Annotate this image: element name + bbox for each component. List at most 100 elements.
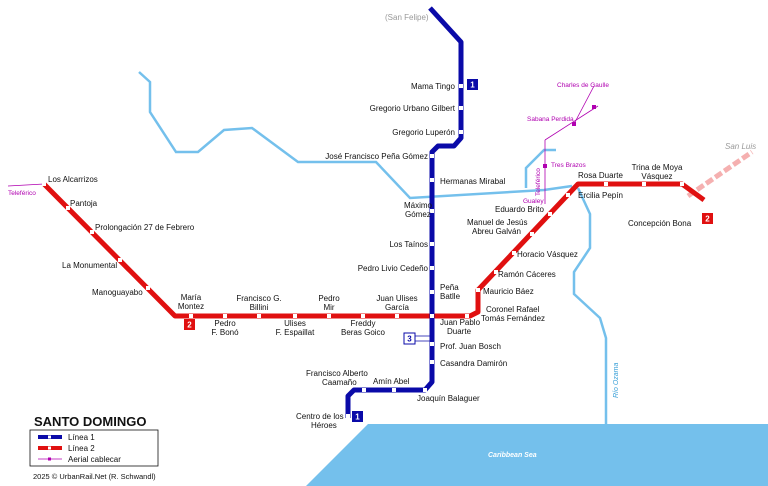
- tres-brazos-label: Tres Brazos: [551, 162, 587, 169]
- river-label: Río Ozama: [613, 362, 620, 398]
- cable-west: [7, 183, 45, 187]
- label-mauricio-baez: Mauricio Báez: [483, 287, 534, 296]
- station-concepcion-bona: [680, 182, 684, 186]
- station-pena-gomez: [430, 154, 434, 158]
- line3-badge: [403, 332, 416, 345]
- label-juan-pablo-duarte-2: Duarte: [447, 327, 472, 336]
- station-trina-de-moya: [642, 182, 646, 186]
- label-ulises-f-espaillat-1: Ulises: [284, 319, 306, 328]
- station-gregorio-urbano-gilbert: [459, 106, 463, 110]
- label-concepcion-bona: Concepción Bona: [628, 219, 692, 228]
- station-maria-montez: [189, 314, 193, 318]
- sea-label: Caribbean Sea: [488, 452, 537, 459]
- line1-labels: (San Felipe) Mama Tingo Gregorio Urbano …: [296, 13, 507, 430]
- station-prof-juan-bosch: [430, 342, 434, 346]
- label-maximo-gomez-1: Máximo: [404, 201, 433, 210]
- label-pantoja: Pantoja: [70, 199, 98, 208]
- label-freddy-beras-goico-1: Freddy: [351, 319, 376, 328]
- station-los-tainos: [430, 242, 434, 246]
- line1-badge-south-text: 1: [355, 413, 360, 422]
- station-los-alcarrizos: [42, 182, 46, 186]
- line1-stations: [346, 84, 463, 418]
- label-maximo-gomez-2: Gómez: [405, 210, 431, 219]
- station-amin-abel: [392, 388, 396, 392]
- map-title: SANTO DOMINGO: [34, 414, 146, 429]
- station-coronel-rafael: [465, 314, 469, 318]
- river-ozama: [572, 187, 608, 424]
- label-pedro-livio-cedeno: Pedro Livio Cedeño: [358, 264, 429, 273]
- label-coronel-rafael-1: Coronel Rafael: [486, 305, 540, 314]
- label-coronel-rafael-2: Tomás Fernández: [481, 314, 545, 323]
- label-joaquin-balaguer: Joaquín Balaguer: [417, 394, 480, 403]
- station-eduardo-brito: [548, 212, 552, 216]
- line1-badge-north: [467, 79, 478, 90]
- label-la-monumental: La Monumental: [62, 261, 117, 270]
- charles-de-gaulle-label: Charles de Gaulle: [557, 82, 609, 89]
- label-horacio-vasquez: Horacio Vásquez: [517, 250, 578, 259]
- station-ramon-caceres: [494, 270, 498, 274]
- station-charles-de-gaulle: [592, 105, 596, 109]
- station-freddy-beras-goico: [361, 314, 365, 318]
- teleferico-west-label: Teleférico: [8, 190, 36, 197]
- line3-badge-text: 3: [407, 335, 412, 344]
- label-pedro-mir-1: Pedro: [318, 294, 340, 303]
- station-hermanas-mirabal: [430, 178, 434, 182]
- label-rosa-duarte: Rosa Duarte: [578, 171, 623, 180]
- label-maria-montez-1: María: [181, 293, 202, 302]
- station-la-monumental: [118, 258, 122, 262]
- station-sabana-perdida: [572, 122, 576, 126]
- station-manoguayabo: [146, 286, 150, 290]
- label-prolongacion-27: Prolongación 27 de Febrero: [95, 223, 195, 232]
- label-pedro-f-bono-2: F. Bonó: [211, 328, 239, 337]
- label-maria-montez-2: Montez: [178, 302, 204, 311]
- line2-track: [42, 181, 706, 319]
- label-juan-ulises-garcia-1: Juan Ulises: [376, 294, 417, 303]
- line2-badge-west-text: 2: [187, 321, 192, 330]
- label-centro-de-los-heroes-1: Centro de los: [296, 412, 344, 421]
- label-casandra-damiron: Casandra Damirón: [440, 359, 507, 368]
- label-juan-pablo-duarte-1: Juan Pablo: [440, 318, 481, 327]
- legend: Línea 1 Línea 2 Aerial cablecar: [38, 433, 121, 464]
- station-horacio-vasquez: [512, 251, 516, 255]
- label-trina-de-moya-2: Vásquez: [641, 172, 672, 181]
- legend-line1-station: [48, 435, 51, 439]
- line2-labels: Los Alcarrizos Pantoja Prolongación 27 d…: [48, 163, 692, 337]
- label-prof-juan-bosch: Prof. Juan Bosch: [440, 342, 501, 351]
- credit-text: 2025 © UrbanRail.Net (R. Schwandl): [33, 472, 156, 481]
- label-caamano-1: Francisco Alberto: [306, 369, 368, 378]
- label-ulises-f-espaillat-2: F. Espaillat: [276, 328, 315, 337]
- label-ramon-caceres: Ramón Cáceres: [498, 270, 556, 279]
- label-manuel-de-jesus-1: Manuel de Jesús: [467, 218, 527, 227]
- label-pena-batlle-2: Batlle: [440, 292, 461, 301]
- label-san-felipe: (San Felipe): [385, 13, 429, 22]
- station-tres-brazos: [543, 164, 547, 168]
- label-pena-batlle-1: Peña: [440, 283, 459, 292]
- station-mama-tingo: [459, 84, 463, 88]
- label-eduardo-brito: Eduardo Brito: [495, 205, 544, 214]
- station-pedro-livio-cedeno: [430, 266, 434, 270]
- legend-aerial-label: Aerial cablecar: [68, 455, 121, 464]
- legend-line1-label: Línea 1: [68, 433, 95, 442]
- legend-line2-station: [48, 446, 51, 450]
- station-manuel-de-jesus: [530, 232, 534, 236]
- station-gregorio-luperon: [459, 130, 463, 134]
- cablecars: [7, 85, 599, 204]
- station-pena-batlle: [430, 290, 434, 294]
- station-ercilia-pepin: [566, 193, 570, 197]
- station-joaquin-balaguer: [423, 388, 427, 392]
- line2-badge-east: [702, 213, 713, 224]
- label-francisco-g-billini-1: Francisco G.: [236, 294, 281, 303]
- label-ercilia-pepin: Ercilia Pepín: [578, 191, 623, 200]
- label-trina-de-moya-1: Trina de Moya: [632, 163, 683, 172]
- station-rosa-duarte: [604, 182, 608, 186]
- sabana-perdida-label: Sabana Perdida: [527, 116, 574, 123]
- station-centro-de-los-heroes: [346, 414, 350, 418]
- line2-badge-east-text: 2: [705, 215, 710, 224]
- line1-badge-north-text: 1: [470, 81, 475, 90]
- label-los-tainos: Los Taínos: [389, 240, 428, 249]
- station-pedro-f-bono: [223, 314, 227, 318]
- line-badges: 1 1 2 2 3: [184, 79, 713, 422]
- san-luis-label: San Luis: [725, 142, 756, 151]
